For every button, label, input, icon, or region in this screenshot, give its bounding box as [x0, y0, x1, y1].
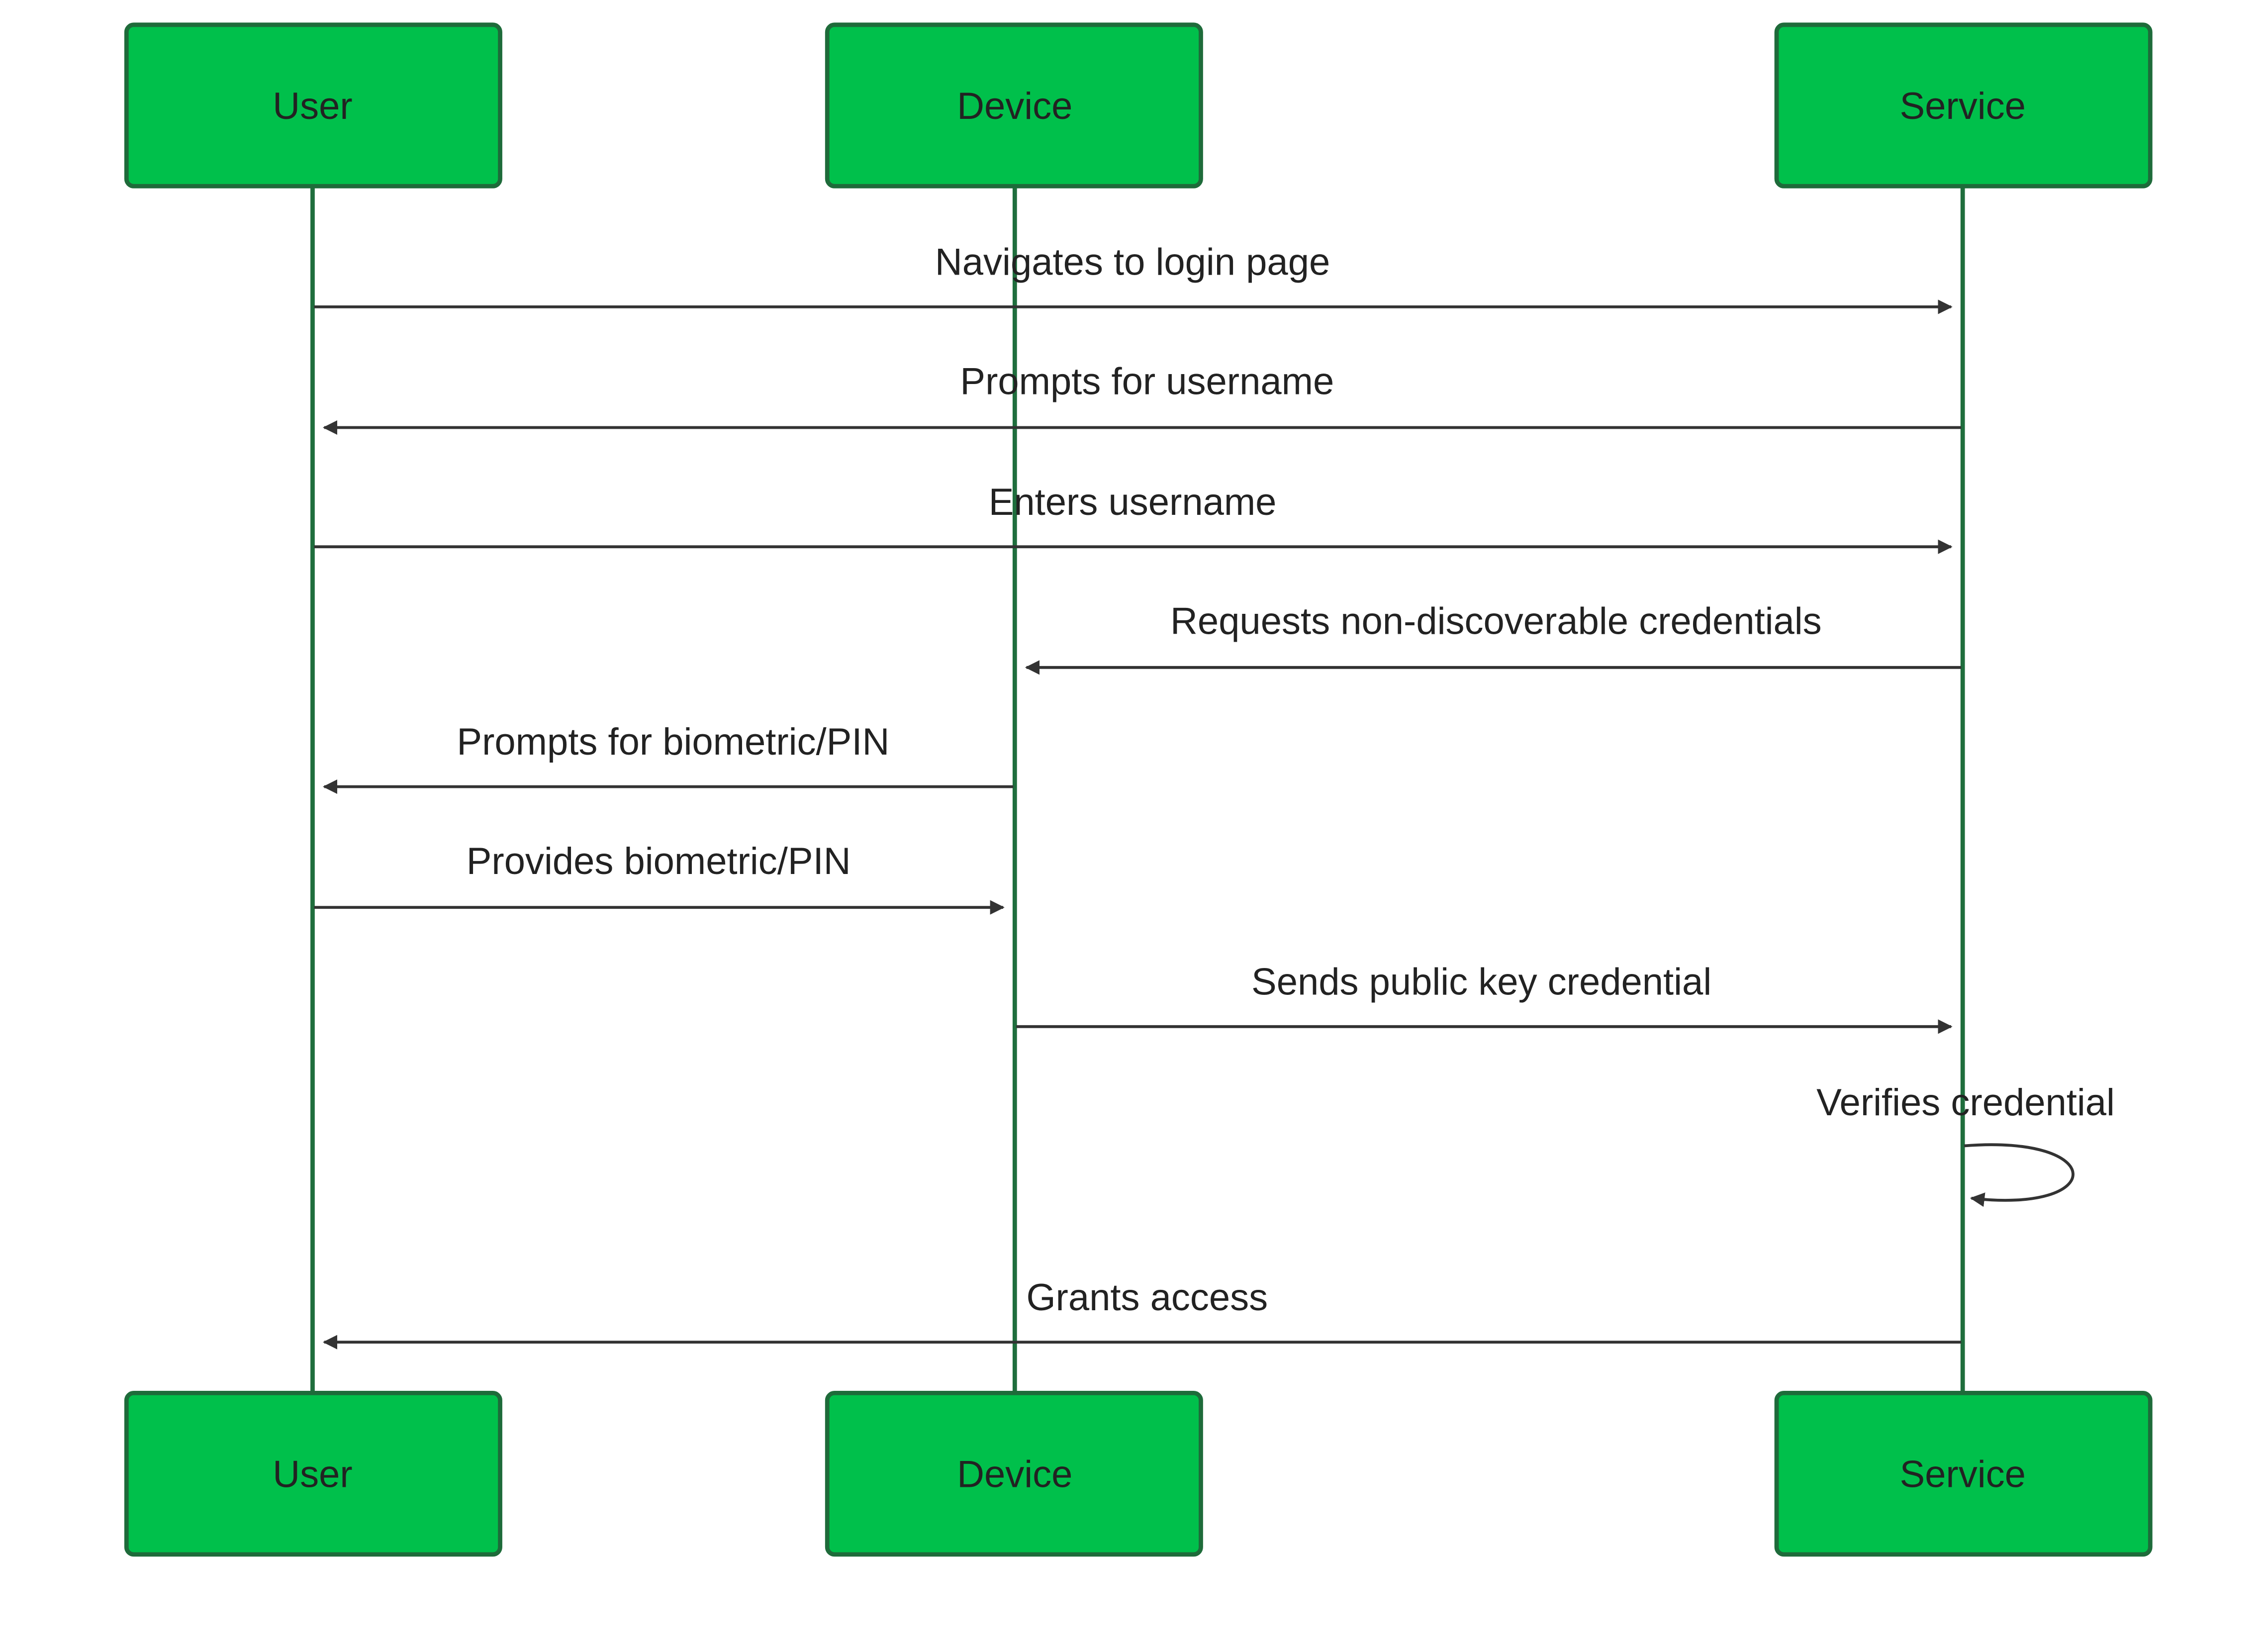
actor-user-top[interactable]: User [124, 22, 502, 189]
actor-user-bottom[interactable]: User [124, 1391, 502, 1557]
message-label: Navigates to login page [935, 241, 1330, 284]
actor-label: Device [957, 1454, 1072, 1496]
message-label: Provides biometric/PIN [467, 840, 851, 882]
message-label: Prompts for username [960, 360, 1334, 402]
self-loop-arrow [1964, 1143, 2075, 1207]
actor-label: Device [957, 85, 1072, 127]
actor-service-top[interactable]: Service [1774, 22, 2153, 189]
actor-label: Service [1899, 1454, 2025, 1496]
message-provides-biometric: Provides biometric/PIN [314, 840, 1005, 915]
message-label: Sends public key credential [1251, 961, 1711, 1003]
message-label: Verifies credential [1816, 1081, 2115, 1124]
message-grants-access: Grants access [322, 1276, 1962, 1350]
actor-device-bottom[interactable]: Device [825, 1391, 1203, 1557]
actor-label: Service [1899, 85, 2025, 127]
message-sends-public-key: Sends public key credential [1016, 961, 1953, 1034]
message-label: Prompts for biometric/PIN [457, 721, 889, 763]
actor-label: User [273, 85, 352, 127]
message-verifies-credential: Verifies credential [1816, 1081, 2115, 1207]
message-prompts-for-username: Prompts for username [322, 360, 1962, 435]
message-prompts-for-biometric: Prompts for biometric/PIN [322, 721, 1014, 794]
actor-service-bottom[interactable]: Service [1774, 1391, 2153, 1557]
message-label: Grants access [1026, 1276, 1268, 1319]
message-enters-username: Enters username [314, 481, 1953, 554]
actor-label: User [273, 1454, 352, 1496]
message-requests-credentials: Requests non-discoverable credentials [1025, 600, 1962, 675]
message-navigates-to-login: Navigates to login page [314, 241, 1953, 314]
actor-device-top[interactable]: Device [825, 22, 1203, 189]
message-label: Requests non-discoverable credentials [1170, 600, 1822, 643]
message-label: Enters username [989, 481, 1277, 523]
